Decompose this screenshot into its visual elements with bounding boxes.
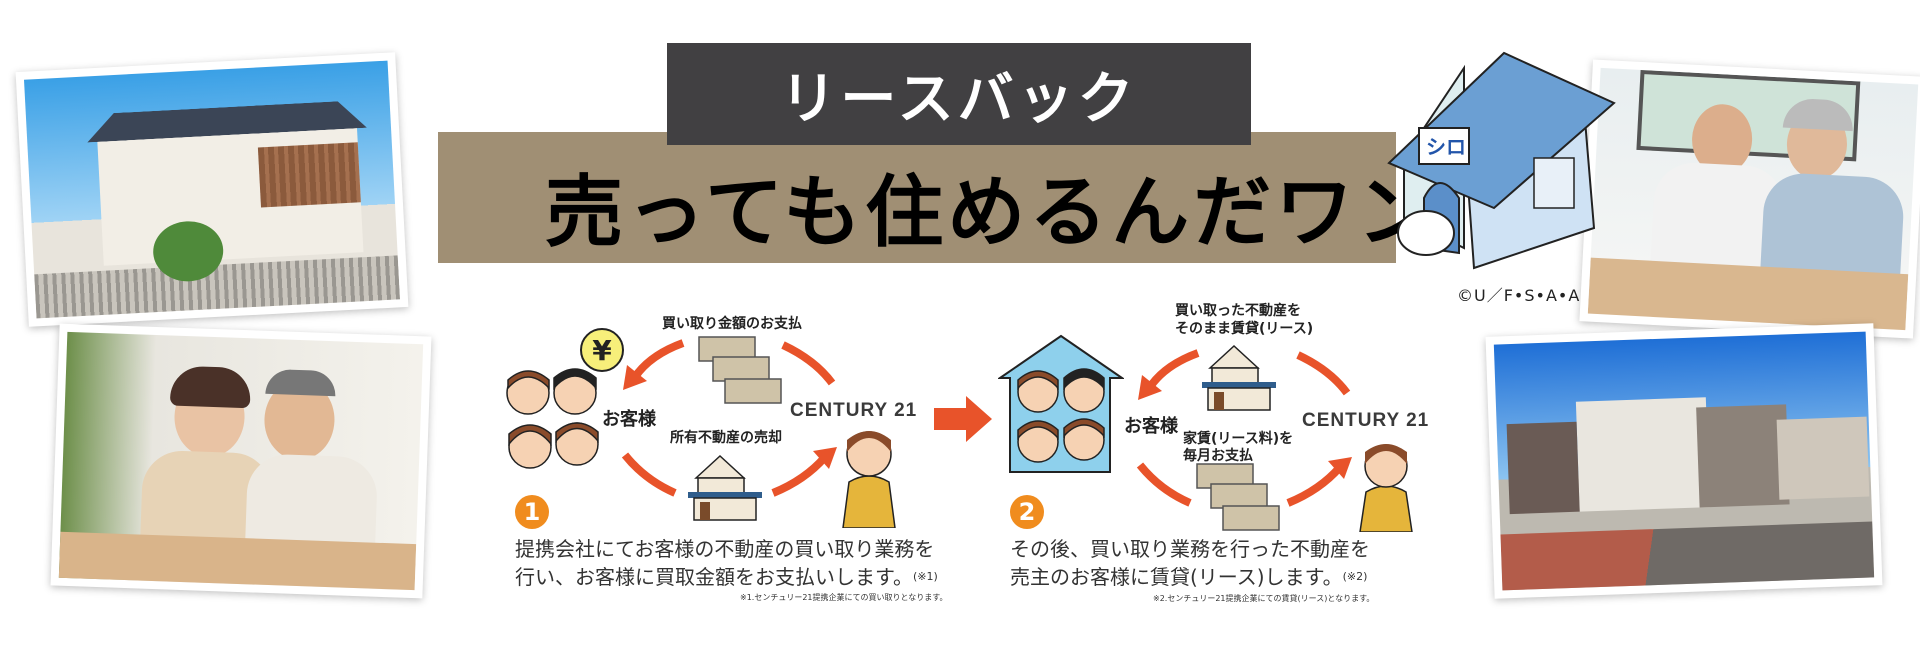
step-number-2: 2	[1010, 495, 1044, 529]
banknotes-icon	[698, 336, 782, 404]
footnote-ref: (※1)	[913, 570, 938, 583]
headline: 売っても住めるんだワン	[545, 168, 1440, 258]
photo-house-exterior	[15, 52, 409, 327]
agent-woman-icon	[1359, 444, 1413, 532]
footnote-2: ※2.センチュリー21提携企業にての賃貸(リース)となります。	[1153, 594, 1375, 603]
footnote-ref: (※2)	[1342, 570, 1368, 583]
next-step-arrow-icon	[934, 396, 992, 442]
photo-senior-couple-table	[1579, 59, 1920, 339]
century21-label: CENTURY 21	[790, 400, 918, 421]
desc-line-1: その後、買い取り業務を行った不動産を	[1010, 537, 1370, 561]
century21-label: CENTURY 21	[1302, 410, 1430, 431]
rent-label-1: 家賃(リース料)を	[1183, 431, 1294, 447]
payment-label: 買い取り金額のお支払	[662, 316, 802, 332]
flow-arrows	[621, 339, 837, 497]
service-tag: リースバック	[667, 43, 1251, 145]
desc-line-1: 提携会社にてお客様の不動産の買い取り業務を	[515, 537, 935, 561]
lease-label-1: 買い取った不動産を	[1175, 303, 1301, 319]
doghouse-sign: シロ	[1426, 135, 1466, 159]
copyright: ©U／F•S•A•A	[1457, 286, 1581, 305]
customer-label: お客様	[1124, 416, 1178, 437]
rent-label-2: 毎月お支払	[1183, 448, 1253, 464]
agent-woman-icon	[842, 431, 896, 528]
yen-coin-icon: ¥	[580, 328, 624, 372]
desc-line-2: 売主のお客様に賃貸(リース)します。	[1010, 565, 1343, 589]
desc-line-2: 行い、お客様に買取金額をお支払いします。	[515, 565, 913, 589]
step-1-description: 提携会社にてお客様の不動産の買い取り業務を 行い、お客様に買取金額をお支払いしま…	[515, 535, 938, 591]
footnote-1: ※1.センチュリー21提携企業にての買い取りとなります。	[740, 593, 948, 602]
title-banner	[438, 132, 1396, 263]
banknotes-icon	[1196, 463, 1280, 531]
step-number-1: 1	[515, 495, 549, 529]
customer-home-icon	[998, 334, 1124, 473]
step-2-description: その後、買い取り業務を行った不動産を 売主のお客様に賃貸(リース)します。(※2…	[1010, 535, 1370, 591]
flow-arrows	[1136, 349, 1352, 507]
lease-label-2: そのまま賃貸(リース)	[1175, 321, 1314, 337]
house-icon	[1202, 344, 1276, 411]
house-icon	[688, 454, 762, 521]
photo-senior-couple	[50, 323, 432, 599]
sale-label: 所有不動産の売却	[670, 430, 782, 446]
doghouse-illustration: シロ	[1387, 51, 1616, 270]
photo-modern-houses	[1485, 323, 1883, 599]
customers-family-icon	[506, 368, 599, 469]
customer-label: お客様	[602, 409, 656, 430]
